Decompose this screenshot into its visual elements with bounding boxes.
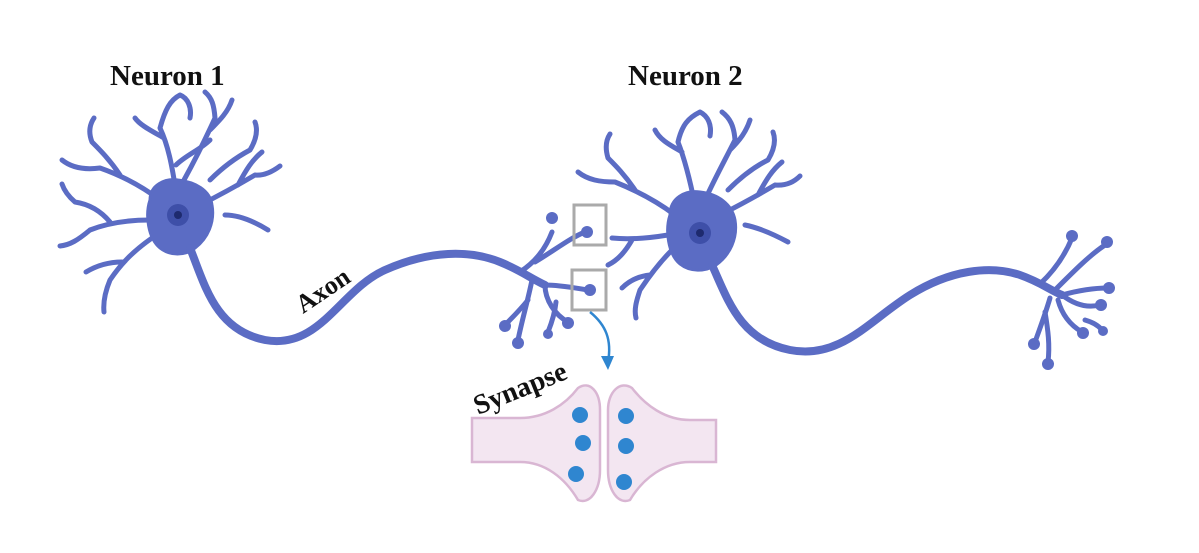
neuron-1-dendrites (57, 89, 283, 315)
synapse-detail (470, 384, 718, 503)
synapse-highlight-box-lower (570, 268, 608, 312)
axon-label: Axon (290, 262, 356, 319)
neuron-1 (57, 89, 596, 349)
neuron-1-title: Neuron 1 (110, 60, 225, 92)
synaptic-vesicles (568, 407, 634, 490)
synapse-arrow (589, 311, 611, 363)
neuron-1-axon (186, 244, 549, 346)
neuron-1-nucleolus (174, 211, 182, 219)
neuron-2-terminal-buttons (1028, 230, 1115, 370)
neuron-2-title: Neuron 2 (628, 60, 743, 92)
neuron-2 (575, 109, 1115, 370)
neuron-2-axon (708, 261, 1066, 356)
neuron-1-axon-terminals (502, 229, 591, 343)
neuron-2-nucleolus (696, 229, 704, 237)
synapse-arrowhead (601, 356, 614, 370)
neuron-2-axon-terminals (1032, 235, 1111, 365)
presynaptic-terminal (470, 384, 602, 503)
synapse-highlight-box-upper (572, 203, 608, 247)
neuron-1-terminal-buttons (499, 212, 596, 349)
postsynaptic-terminal (606, 384, 718, 503)
